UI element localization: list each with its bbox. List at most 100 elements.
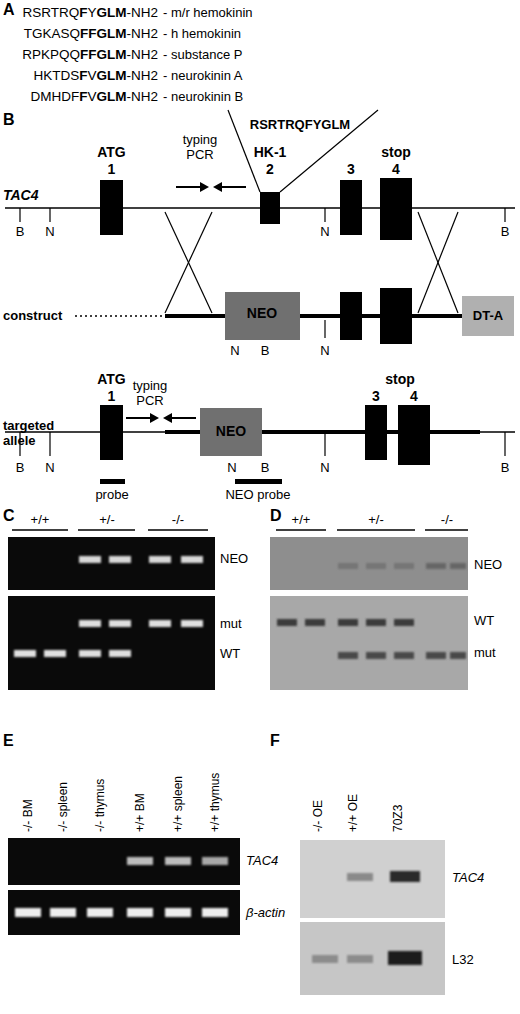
text-label: TAC4 <box>452 870 484 885</box>
gel-band <box>109 556 131 563</box>
vector-line <box>75 315 165 317</box>
text-label: targeted allele <box>3 418 73 448</box>
text-label: -/- <box>441 512 453 527</box>
gel-image <box>8 596 215 690</box>
exon-box <box>380 288 412 344</box>
blot-band <box>338 563 358 569</box>
site-tick <box>324 432 325 456</box>
sequence-run: TGKASQ <box>24 26 80 41</box>
text-label: N <box>320 224 329 239</box>
text-label: B <box>261 343 270 358</box>
gel-band <box>165 857 191 865</box>
lane-label: +/+ spleen <box>171 776 186 832</box>
sequence-run: RPKPQQ <box>22 47 80 62</box>
sequence-run: GLM <box>96 89 126 104</box>
blot-band <box>426 652 446 659</box>
blot-image <box>270 596 468 690</box>
primer-arrow-head <box>163 413 172 423</box>
sequence-run: DMHDF <box>30 89 79 104</box>
gel-band <box>181 556 203 563</box>
sequence-run: F <box>79 5 87 20</box>
text-label: WT <box>220 646 240 661</box>
text-label: TAC4 <box>246 853 278 868</box>
gel-band <box>50 908 76 917</box>
node-label: 4 <box>410 389 418 404</box>
blot-band <box>426 563 446 569</box>
gel-band <box>181 620 203 627</box>
blot-band <box>394 619 414 626</box>
text-label: +/- <box>99 512 115 527</box>
panel-letter: E <box>3 733 14 748</box>
node-label: NEO <box>247 306 277 321</box>
text-label: -/- <box>172 512 184 527</box>
blot-band <box>277 619 297 626</box>
text-label: probe <box>95 487 128 502</box>
crossover-line <box>165 212 212 313</box>
peptide-sequence: RSRTRQFYGLM-NH2 <box>22 5 158 20</box>
node-label: NEO <box>216 424 246 439</box>
blot-band <box>450 652 466 659</box>
peptide-sequence: RPKPQQFFGLM-NH2 <box>22 47 158 62</box>
text-label: N <box>320 460 329 475</box>
lane-label: -/- spleen <box>56 782 71 832</box>
sequence-run: F <box>79 68 87 83</box>
gel-band <box>149 620 171 627</box>
site-tick <box>324 320 325 338</box>
lane-label: +/+ OE <box>346 794 361 832</box>
blot-band <box>390 871 420 882</box>
blot-band <box>366 652 386 659</box>
text-label: N <box>45 460 54 475</box>
sequence-run: RSRTRQ <box>22 5 79 20</box>
gel-band <box>15 908 41 917</box>
blot-band <box>338 619 358 626</box>
lane-label: +/+ BM <box>133 793 148 832</box>
primer-arrow <box>221 186 246 188</box>
text-label: NEO probe <box>225 487 290 502</box>
cassette-box: NEO <box>225 292 300 340</box>
site-tick <box>49 432 50 456</box>
exon-box <box>340 292 362 340</box>
node-label: 4 <box>392 162 400 177</box>
text-label: B <box>501 460 510 475</box>
panel-letter: D <box>270 508 282 523</box>
blot-image <box>300 840 445 918</box>
lane-label: 70Z3 <box>391 805 406 832</box>
probe-bar <box>235 479 282 484</box>
sequence-run: GLM <box>96 68 126 83</box>
gel-band <box>202 857 228 865</box>
sequence-run: HKTDS <box>33 68 79 83</box>
text-label: N <box>45 224 54 239</box>
gel-bands <box>14 556 203 657</box>
text-label: NEO <box>474 557 502 572</box>
cassette-box: NEO <box>200 408 262 456</box>
blot-band <box>394 563 414 569</box>
blot-image <box>270 537 468 590</box>
cassette-box: DT-A <box>462 296 514 336</box>
gel-band <box>127 857 153 865</box>
sequence-run: -NH2 <box>126 89 158 104</box>
probe-bar <box>100 479 125 484</box>
blot-band <box>388 951 422 965</box>
text-label: B <box>261 460 270 475</box>
blot-band <box>394 652 414 659</box>
gel-band <box>87 908 113 917</box>
gel-band <box>79 556 101 563</box>
site-tick <box>504 208 505 222</box>
exon-box: stop4 <box>398 405 430 465</box>
crossover-line <box>418 212 458 313</box>
node-label: DT-A <box>473 308 503 323</box>
peptide-sequence: TGKASQFFGLM-NH2 <box>24 26 158 41</box>
sequence-run: V <box>87 89 96 104</box>
exon-box: 3 <box>365 405 387 460</box>
group-line <box>425 529 468 531</box>
site-tick <box>49 208 50 222</box>
node-label: 3 <box>347 162 355 177</box>
gel-image <box>8 890 240 935</box>
text-label: +/- <box>368 512 384 527</box>
gel-band <box>202 908 228 917</box>
text-label: +/+ <box>292 512 311 527</box>
text-label: +/+ <box>31 512 50 527</box>
peptide-sequence: HKTDSFVGLM-NH2 <box>33 68 158 83</box>
text-label: L32 <box>452 952 474 967</box>
